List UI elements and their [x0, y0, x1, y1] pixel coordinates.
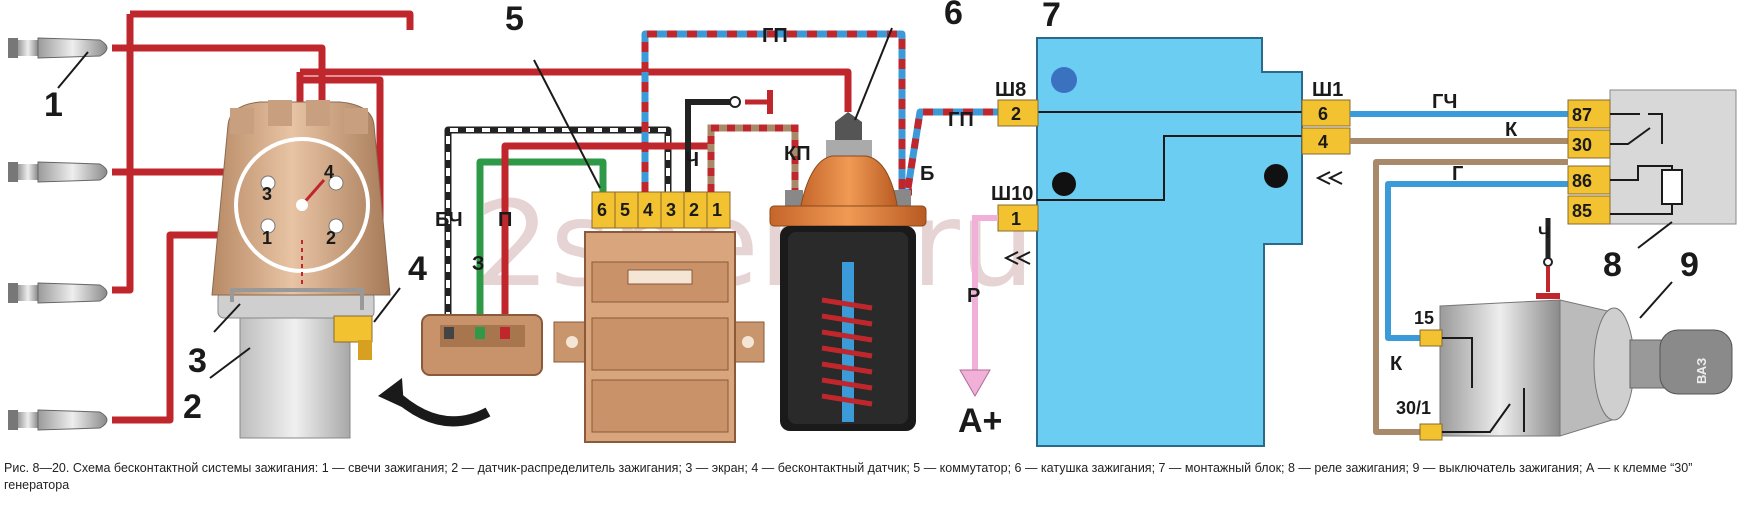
- block-pin-6: 6: [1318, 104, 1328, 124]
- rotation-arrow-icon: [378, 378, 404, 408]
- block-pin-2: 2: [1011, 104, 1021, 124]
- relay-wires: [1350, 111, 1568, 435]
- callout-6: 6: [944, 0, 963, 32]
- commutator-pin-2: 2: [689, 200, 699, 220]
- callout-8: 8: [1603, 246, 1622, 284]
- distributor-terminal-4: 4: [324, 162, 334, 182]
- ignition-coil: [769, 112, 927, 431]
- connector-chevron-icon: [1315, 171, 1343, 185]
- distributor-terminal-3: 3: [262, 184, 272, 204]
- callout-5: 5: [505, 0, 524, 38]
- callout-3: 3: [188, 342, 207, 380]
- watermark: 2shem.ru: [475, 175, 1035, 313]
- wire-label-gp-top: ГП: [762, 25, 788, 47]
- commutator-pin-4: 4: [643, 200, 653, 220]
- wire-label-k-low: К: [1390, 353, 1403, 375]
- wire-label-ch-relay: Ч: [1538, 223, 1550, 242]
- connector-sh10: Ш10: [991, 183, 1033, 205]
- r-wire: [959, 215, 1031, 398]
- a-plus-label: A+: [958, 402, 1002, 440]
- wire-label-ch: Ч: [685, 149, 699, 171]
- mounting-block: [1036, 37, 1303, 447]
- spark-plug: [8, 37, 108, 59]
- wire-label-p: П: [498, 209, 512, 231]
- switch-pin-30-1: 30/1: [1396, 398, 1431, 418]
- wire-label-bch: БЧ: [435, 209, 463, 231]
- wire-label-kp: КП: [784, 143, 811, 165]
- sensor-connector: [421, 314, 543, 376]
- distributor-terminal-1: 1: [262, 228, 272, 248]
- callout-4: 4: [408, 250, 427, 288]
- ch-wire: [685, 99, 735, 192]
- wire-label-k-mid: К: [1505, 119, 1518, 141]
- block-pin-4: 4: [1318, 132, 1328, 152]
- distributor-terminal-2: 2: [326, 228, 336, 248]
- key-brand: ВАЗ: [1694, 358, 1709, 384]
- wire-label-gp-right: ГП: [948, 109, 974, 131]
- callout-2: 2: [183, 388, 202, 426]
- relay-pin-86: 86: [1572, 171, 1592, 191]
- commutator-pin-3: 3: [666, 200, 676, 220]
- wire-label-g: Г: [1452, 163, 1463, 185]
- wire-label-b: Б: [920, 163, 934, 185]
- connector-sh1: Ш1: [1312, 79, 1343, 101]
- block-pin-1: 1: [1011, 209, 1021, 229]
- relay-pin-30: 30: [1572, 135, 1592, 155]
- connector-sh8: Ш8: [995, 79, 1026, 101]
- distributor: 3 4 1 2: [211, 100, 391, 439]
- relay-pin-87: 87: [1572, 105, 1592, 125]
- callout-9: 9: [1680, 246, 1699, 284]
- callout-1: 1: [44, 86, 63, 124]
- commutator-pin-1: 1: [712, 200, 722, 220]
- connector-chevron-icon: [1003, 251, 1031, 265]
- spark-plug: [8, 409, 108, 431]
- commutator-pin-6: 6: [597, 200, 607, 220]
- callout-7: 7: [1042, 0, 1061, 34]
- wire-label-gch: ГЧ: [1432, 91, 1457, 113]
- ignition-wiring-diagram: 2shem.ru 1: [8, 0, 1737, 447]
- wire-label-r: Р: [967, 285, 980, 307]
- switch-pin-15: 15: [1414, 308, 1434, 328]
- commutator-pin-5: 5: [620, 200, 630, 220]
- spark-plug: [8, 161, 108, 183]
- commutator: 6 5 4 3 2 1: [553, 191, 765, 443]
- relay-pin-85: 85: [1572, 201, 1592, 221]
- spark-plugs: [8, 37, 108, 431]
- wire-label-3: З: [472, 253, 485, 275]
- spark-plug: [8, 282, 108, 304]
- ignition-relay: 87 30 86 85: [1567, 89, 1737, 225]
- ignition-switch: [1419, 299, 1635, 441]
- ignition-key: ВАЗ: [1629, 329, 1733, 395]
- figure-caption: Рис. 8—20. Схема бесконтактной системы з…: [4, 461, 1693, 492]
